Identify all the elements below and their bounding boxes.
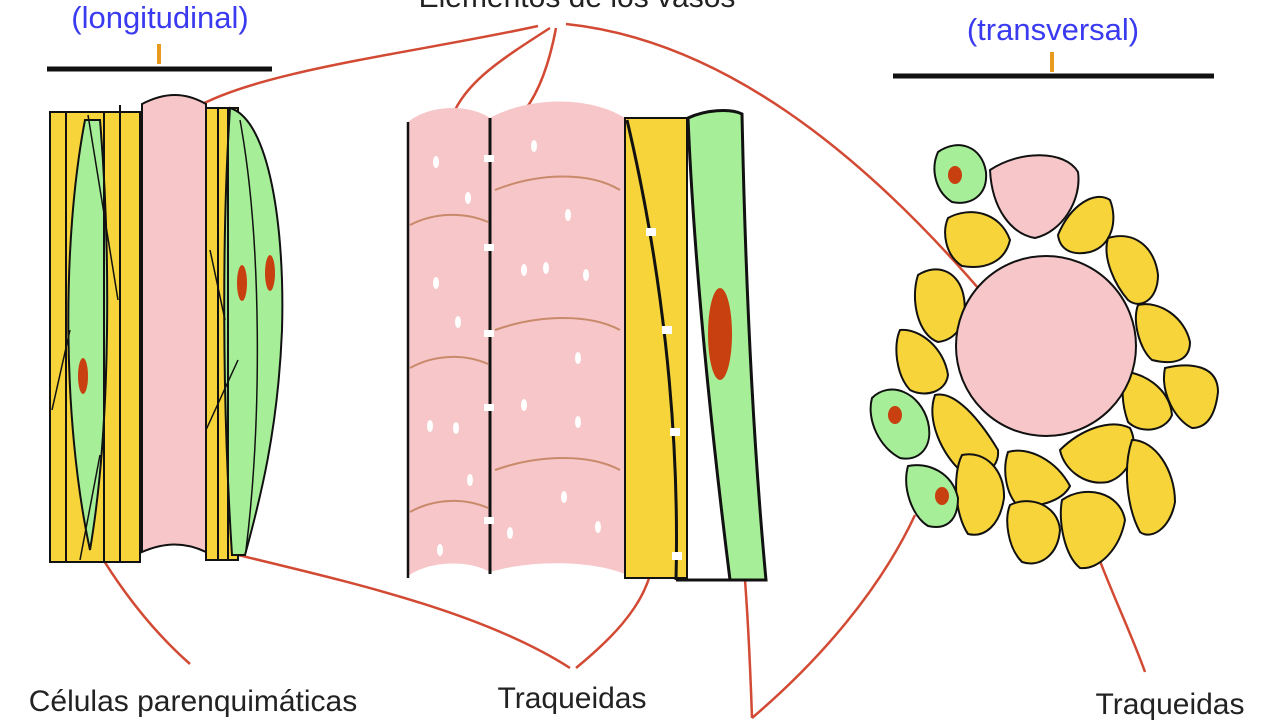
nucleus <box>237 265 247 301</box>
scale-bar-longitudinal <box>47 44 272 72</box>
transverse-section <box>869 144 1220 570</box>
vessel-element <box>490 101 625 574</box>
label-vessel-elements: Elementos de los vasos <box>419 0 736 14</box>
nucleus <box>78 358 88 394</box>
nucleus <box>948 166 962 184</box>
vessel-element-small <box>988 154 1080 240</box>
vessel-element-large <box>955 255 1137 437</box>
nucleus <box>888 406 902 424</box>
label-transversal: (transversal) <box>967 12 1139 47</box>
parenchyma-cell <box>223 106 284 556</box>
nucleus <box>265 255 275 291</box>
longitudinal-section <box>49 94 284 563</box>
label-longitudinal: (longitudinal) <box>71 0 249 35</box>
scale-bar-transversal <box>893 52 1214 79</box>
label-tracheids-right: Traqueidas <box>1096 688 1245 720</box>
label-tracheids-center: Traqueidas <box>498 682 647 715</box>
label-parenchyma: Células parenquimáticas <box>29 685 358 718</box>
vessel-element <box>408 107 490 576</box>
vessel-element-longitudinal <box>141 94 207 554</box>
nucleus <box>935 487 949 505</box>
nucleus <box>708 288 732 380</box>
parenchyma-cell <box>67 119 109 551</box>
vessel-elements-detail <box>406 101 768 582</box>
